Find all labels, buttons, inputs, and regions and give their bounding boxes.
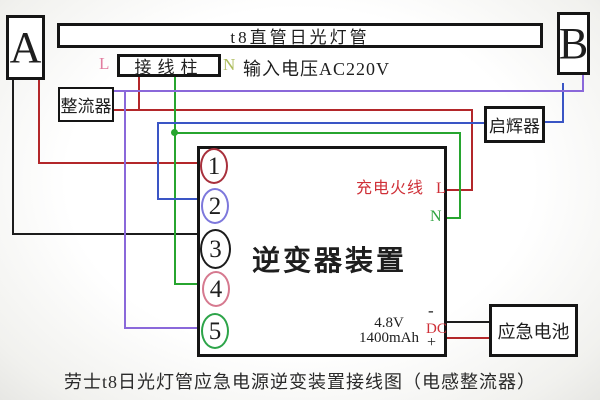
wire-starter-left-vertical bbox=[157, 122, 159, 200]
inverter-terminal-5: 5 bbox=[201, 313, 229, 349]
starter-box: 启辉器 bbox=[484, 106, 545, 143]
wire-terminal-l-drop bbox=[138, 77, 140, 111]
wire-dc-minus bbox=[447, 321, 489, 323]
terminal-block-live-label: L bbox=[99, 54, 110, 73]
wire-junction-dot bbox=[171, 129, 178, 136]
inverter-neutral-label: N bbox=[430, 208, 442, 225]
charge-live-label: 充电火线 L bbox=[356, 174, 447, 198]
wire-neutral-vertical bbox=[174, 77, 176, 285]
inverter-title: 逆变器装置 bbox=[252, 246, 408, 277]
terminal-2-number: 2 bbox=[208, 192, 222, 220]
wire-neutral-horizontal bbox=[174, 132, 461, 134]
lamp-tube-box: t8直管日光灯管 bbox=[57, 23, 543, 48]
wire-dc-plus bbox=[447, 337, 489, 339]
emergency-battery-label: 应急电池 bbox=[497, 321, 570, 342]
charge-live-text: 充电火线 bbox=[356, 180, 425, 197]
wire-starter-right-horizontal bbox=[545, 121, 564, 123]
wire-purple-vertical bbox=[124, 90, 126, 329]
wire-terminal4-stub bbox=[174, 283, 202, 285]
terminal-5-number: 5 bbox=[208, 317, 222, 345]
wire-starter-left-horizontal bbox=[157, 122, 484, 124]
dc-plus-label: + bbox=[427, 334, 437, 351]
wire-live-main-vertical bbox=[471, 109, 473, 191]
lamp-end-b-box: B bbox=[557, 12, 590, 75]
lamp-tube-label: t8直管日光灯管 bbox=[230, 28, 370, 47]
inverter-terminal-3: 3 bbox=[200, 229, 231, 269]
battery-voltage: 4.8V bbox=[374, 315, 404, 331]
wire-purple-main-horizontal bbox=[113, 90, 584, 92]
lamp-end-b-label: B bbox=[558, 18, 589, 68]
wire-terminal2-stub bbox=[157, 198, 202, 200]
terminal-4-number: 4 bbox=[209, 275, 223, 303]
terminal-3-number: 3 bbox=[209, 235, 222, 263]
inverter-box bbox=[197, 146, 447, 357]
battery-spec: 4.8V 1400mAh bbox=[358, 316, 420, 346]
wire-lamp-a-red-horizontal bbox=[38, 162, 202, 164]
wire-neutral-stub bbox=[447, 217, 461, 219]
dc-label: DC bbox=[426, 321, 447, 337]
wire-live-main-horizontal bbox=[113, 109, 473, 111]
wire-lamp-a-black-horizontal bbox=[12, 233, 200, 235]
wire-starter-to-b bbox=[562, 83, 564, 123]
wire-terminal5-stub bbox=[124, 327, 202, 329]
wire-neutral-drop bbox=[459, 132, 461, 219]
dc-minus-label: - bbox=[428, 301, 434, 320]
wire-purple-to-b bbox=[582, 74, 584, 92]
inverter-terminal-1: 1 bbox=[200, 148, 228, 184]
battery-capacity: 1400mAh bbox=[359, 330, 419, 346]
terminal-block-box: 接线柱 bbox=[117, 54, 221, 77]
rectifier-box: 整流器 bbox=[58, 87, 114, 122]
wire-lamp-a-red-vertical bbox=[38, 80, 40, 164]
inverter-terminal-2: 2 bbox=[201, 188, 229, 224]
terminal-block-neutral-label: N bbox=[223, 55, 236, 74]
terminal-block-label: 接线柱 bbox=[134, 58, 204, 77]
inverter-terminal-4: 4 bbox=[202, 271, 230, 307]
emergency-battery-box: 应急电池 bbox=[489, 304, 578, 357]
lamp-end-a-box: A bbox=[6, 15, 45, 80]
wire-lamp-a-black-vertical bbox=[12, 80, 14, 235]
lamp-end-a-label: A bbox=[9, 22, 42, 72]
input-voltage-label: 输入电压AC220V bbox=[243, 59, 391, 79]
charge-live-l: L bbox=[436, 180, 447, 197]
terminal-1-number: 1 bbox=[207, 152, 221, 180]
diagram-caption: 劳士t8日光灯管应急电源逆变装置接线图（电感整流器） bbox=[64, 372, 536, 392]
rectifier-label: 整流器 bbox=[60, 97, 112, 116]
starter-label: 启辉器 bbox=[489, 117, 540, 136]
